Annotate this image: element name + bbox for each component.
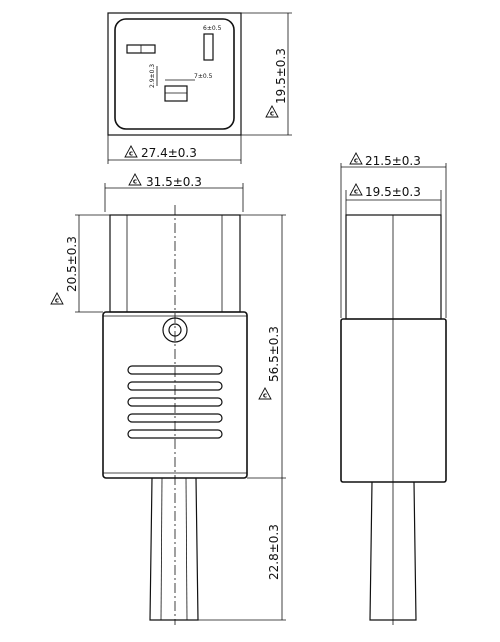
- c-mark-letter: c: [354, 157, 358, 165]
- front-inner-face: [114, 18, 235, 130]
- inner-width-dim: 19.5±0.3: [365, 185, 421, 199]
- c-mark-letter: c: [133, 178, 137, 186]
- front-height-dim: 19.5±0.3: [274, 48, 288, 104]
- front-width-dim: 27.4±0.3: [141, 146, 197, 160]
- cable-length-dim: 22.8±0.3: [267, 524, 281, 580]
- slot-top-right: [203, 33, 214, 61]
- head-height-dim: 20.5±0.3: [65, 236, 79, 292]
- front-outer-frame: [107, 12, 242, 136]
- overall-width-dim: 31.5±0.3: [146, 175, 202, 189]
- c-mark-letter: c: [354, 188, 358, 196]
- slot-width-dim: 6±0.5: [203, 25, 222, 32]
- end-view: c 21.5±0.3 c 19.5±0.3: [340, 152, 447, 625]
- c-mark-letter: c: [55, 297, 59, 305]
- c-mark-letter: c: [270, 110, 274, 118]
- end-head: [345, 214, 442, 320]
- c-mark-letter: c: [263, 392, 267, 400]
- side-view: c 31.5±0.3 c 20.5±0.3: [50, 173, 286, 625]
- end-body: [340, 318, 447, 483]
- outer-width-dim: 21.5±0.3: [365, 154, 421, 168]
- slot-gap-dim: 2.9±0.3: [149, 64, 156, 88]
- slot-ground: [164, 85, 188, 102]
- c-mark-letter: c: [129, 150, 133, 158]
- cable: [149, 477, 199, 621]
- body-height-dim: 56.5±0.3: [267, 326, 281, 382]
- ground-dim: 7±0.5: [194, 73, 213, 80]
- front-view: 6±0.5 2.9±0.3 7±0.5 c 19.5±0.3 c 27.4±0.…: [107, 12, 292, 164]
